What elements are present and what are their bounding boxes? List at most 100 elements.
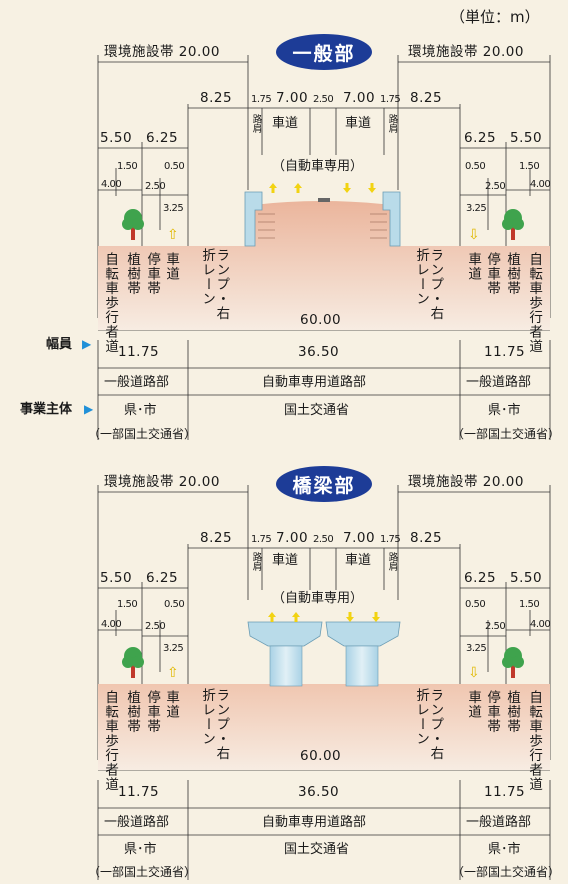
dim-side-b-left-2: 6.25	[146, 570, 179, 586]
dim-side-a-right: 5.50	[510, 130, 543, 146]
width-row-label: 幅員	[46, 337, 73, 352]
dim-side-g-left: 3.25	[163, 203, 184, 214]
entity-left-2: 県･市	[124, 842, 157, 857]
lane-arrow-left-2: ⇧	[167, 665, 179, 681]
total-width-2: 60.00	[300, 748, 342, 764]
band-plant-right-2: 植樹帯	[504, 690, 521, 734]
width-right: 11.75	[484, 344, 526, 360]
road-type-right-2: 一般道路部	[466, 815, 532, 830]
entity-row-marker: ▶	[84, 402, 94, 416]
band-plant-left: 植樹帯	[124, 252, 141, 296]
band-plant-right: 植樹帯	[504, 252, 521, 296]
dim-side-d-right: 0.50	[465, 161, 486, 172]
entity-note-left: （一部国土交通省）	[88, 427, 197, 441]
total-width: 60.00	[300, 312, 342, 328]
band-bike-left: 自転車歩行者道	[102, 252, 119, 354]
unit-label: （単位：m）	[450, 8, 540, 26]
dim-shoulder-right: 1.75	[380, 94, 401, 105]
env-band-left-2: 環境施設帯 20.00	[104, 474, 220, 490]
dim-side-e-left-2: 4.00	[101, 619, 122, 630]
shoulder-label-left: 路肩	[250, 114, 262, 133]
band-car-right-2: 車道	[465, 690, 482, 719]
band-stop-left: 停車帯	[144, 252, 161, 296]
dim-side-f-left-2: 2.50	[145, 621, 166, 632]
width-left: 11.75	[118, 344, 160, 360]
auto-only-label: （自動車専用）	[272, 159, 364, 174]
band-ramp-left: ランプ・右折レーン	[199, 248, 230, 321]
auto-only-label-2: （自動車専用）	[272, 591, 364, 606]
band-stop-right-2: 停車帯	[484, 690, 501, 734]
section-bridge	[97, 485, 551, 880]
entity-note-right-2: （一部国土交通省）	[452, 865, 561, 879]
section-badge-bridge: 橋梁部	[276, 466, 372, 502]
band-ramp-left-2: ランプ・右折レーン	[199, 688, 230, 761]
width-center: 36.50	[298, 344, 340, 360]
width-right-2: 11.75	[484, 784, 526, 800]
dim-shoulder-left: 1.75	[251, 94, 272, 105]
dim-ramp-left: 8.25	[200, 90, 233, 106]
env-band-right: 環境施設帯 20.00	[408, 44, 524, 60]
dim-side-b-right: 6.25	[464, 130, 497, 146]
band-bike-right: 自転車歩行者道	[526, 252, 543, 354]
dim-road-left: 7.00	[276, 90, 309, 106]
road-label-left: 車道	[272, 116, 299, 131]
dim-shoulder-left-2: 1.75	[251, 534, 272, 545]
entity-note-right: （一部国土交通省）	[452, 427, 561, 441]
width-center-2: 36.50	[298, 784, 340, 800]
env-band-right-2: 環境施設帯 20.00	[408, 474, 524, 490]
shoulder-label-right-2: 路肩	[386, 552, 398, 571]
dim-side-f-right-2: 2.50	[485, 621, 506, 632]
band-bike-right-2: 自転車歩行者道	[526, 690, 543, 792]
lane-arrow-left: ⇧	[167, 227, 179, 243]
dim-side-c-left: 1.50	[117, 161, 138, 172]
road-label-right: 車道	[345, 116, 372, 131]
dim-side-g-right-2: 3.25	[466, 643, 487, 654]
road-label-left-2: 車道	[272, 553, 299, 568]
shoulder-label-right: 路肩	[386, 114, 398, 133]
dim-side-a-left: 5.50	[100, 130, 133, 146]
dim-road-right: 7.00	[343, 90, 376, 106]
entity-row-label: 事業主体	[20, 402, 73, 417]
lane-arrow-right: ⇩	[468, 227, 480, 243]
dim-side-c-right-2: 1.50	[519, 599, 540, 610]
dim-side-e-left: 4.00	[101, 179, 122, 190]
dim-side-d-left-2: 0.50	[164, 599, 185, 610]
dim-side-d-left: 0.50	[164, 161, 185, 172]
dim-side-g-left-2: 3.25	[163, 643, 184, 654]
band-car-right: 車道	[465, 252, 482, 281]
shoulder-label-left-2: 路肩	[250, 552, 262, 571]
dim-side-a-left-2: 5.50	[100, 570, 133, 586]
road-type-center-2: 自動車専用道路部	[262, 815, 367, 830]
dim-ramp-right: 8.25	[410, 90, 443, 106]
band-ramp-right: ランプ・右折レーン	[413, 248, 444, 321]
band-stop-right: 停車帯	[484, 252, 501, 296]
dim-side-b-right-2: 6.25	[464, 570, 497, 586]
road-type-left: 一般道路部	[104, 375, 170, 390]
entity-center: 国土交通省	[284, 403, 350, 418]
dim-side-b-left: 6.25	[146, 130, 179, 146]
dim-side-e-right: 4.00	[530, 179, 551, 190]
section-badge-general: 一般部	[276, 34, 372, 70]
width-row-marker: ▶	[82, 337, 92, 351]
dim-side-f-right: 2.50	[485, 181, 506, 192]
dim-road-left-2: 7.00	[276, 530, 309, 546]
dim-side-c-left-2: 1.50	[117, 599, 138, 610]
dim-median: 2.50	[313, 94, 334, 105]
road-label-right-2: 車道	[345, 553, 372, 568]
dim-shoulder-right-2: 1.75	[380, 534, 401, 545]
band-bike-left-2: 自転車歩行者道	[102, 690, 119, 792]
road-type-left-2: 一般道路部	[104, 815, 170, 830]
road-type-right: 一般道路部	[466, 375, 532, 390]
entity-right-2: 県･市	[488, 842, 521, 857]
width-left-2: 11.75	[118, 784, 160, 800]
band-car-left: 車道	[163, 252, 180, 281]
dim-side-f-left: 2.50	[145, 181, 166, 192]
entity-left: 県･市	[124, 403, 157, 418]
band-car-left-2: 車道	[163, 690, 180, 719]
dim-side-d-right-2: 0.50	[465, 599, 486, 610]
dim-side-c-right: 1.50	[519, 161, 540, 172]
band-stop-left-2: 停車帯	[144, 690, 161, 734]
dim-median-2: 2.50	[313, 534, 334, 545]
road-type-center: 自動車専用道路部	[262, 375, 367, 390]
